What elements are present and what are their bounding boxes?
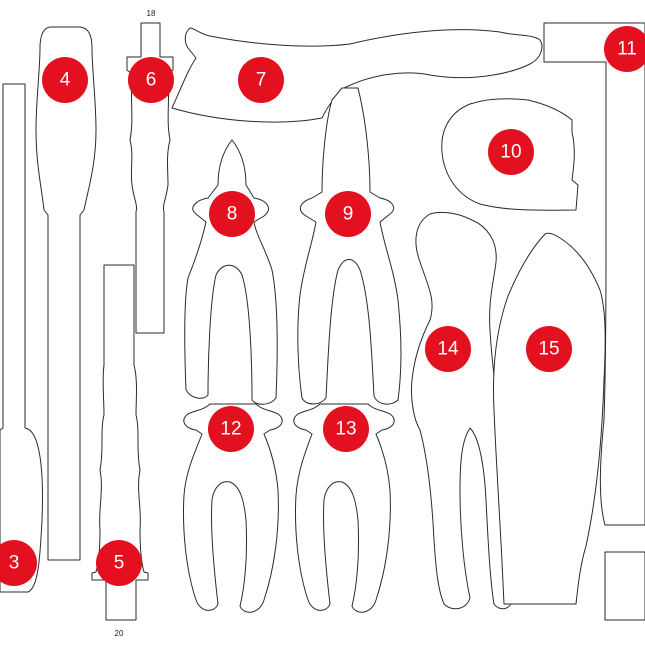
badge-9: 9 — [325, 191, 371, 237]
slot-6-outline — [126, 22, 174, 334]
dimension-bottom-label: 20 — [115, 629, 124, 638]
badge-13-label: 13 — [335, 419, 356, 440]
badge-13: 13 — [323, 406, 369, 452]
badge-15: 15 — [526, 326, 572, 372]
badge-8: 8 — [209, 191, 255, 237]
slot-12-outline — [183, 403, 283, 613]
badge-11: 11 — [604, 26, 645, 72]
badge-5: 5 — [96, 540, 142, 586]
badge-3: 3 — [0, 540, 37, 586]
badge-6: 6 — [128, 57, 174, 103]
badge-4: 4 — [42, 57, 88, 103]
badge-12: 12 — [208, 406, 254, 452]
slot-3-outline — [0, 83, 43, 593]
badge-15-label: 15 — [538, 339, 559, 360]
badge-14: 14 — [425, 326, 471, 372]
slot-13-outline — [293, 403, 395, 613]
badge-5-label: 5 — [114, 553, 125, 574]
slot-8-outline — [184, 139, 278, 405]
slot-5-outline — [91, 264, 149, 621]
badge-6-label: 6 — [146, 70, 157, 91]
badge-7-label: 7 — [256, 70, 267, 91]
slot-11-outline — [543, 22, 645, 526]
slot-4-outline — [35, 26, 97, 561]
badge-3-label: 3 — [9, 553, 20, 574]
slot-9-outline — [297, 87, 402, 405]
badge-4-label: 4 — [60, 70, 71, 91]
badge-12-label: 12 — [220, 419, 241, 440]
badge-10-label: 10 — [500, 142, 521, 163]
slot-15-outline — [493, 232, 606, 605]
slot-11-lower-outline — [604, 551, 645, 621]
badge-7: 7 — [238, 57, 284, 103]
badge-11-label: 11 — [617, 39, 637, 60]
badge-10: 10 — [488, 129, 534, 175]
slot-14-outline — [411, 211, 513, 610]
badge-8-label: 8 — [227, 204, 238, 225]
badge-9-label: 9 — [343, 204, 354, 225]
badge-14-label: 14 — [437, 339, 459, 360]
dimension-top-label: 18 — [147, 9, 156, 18]
